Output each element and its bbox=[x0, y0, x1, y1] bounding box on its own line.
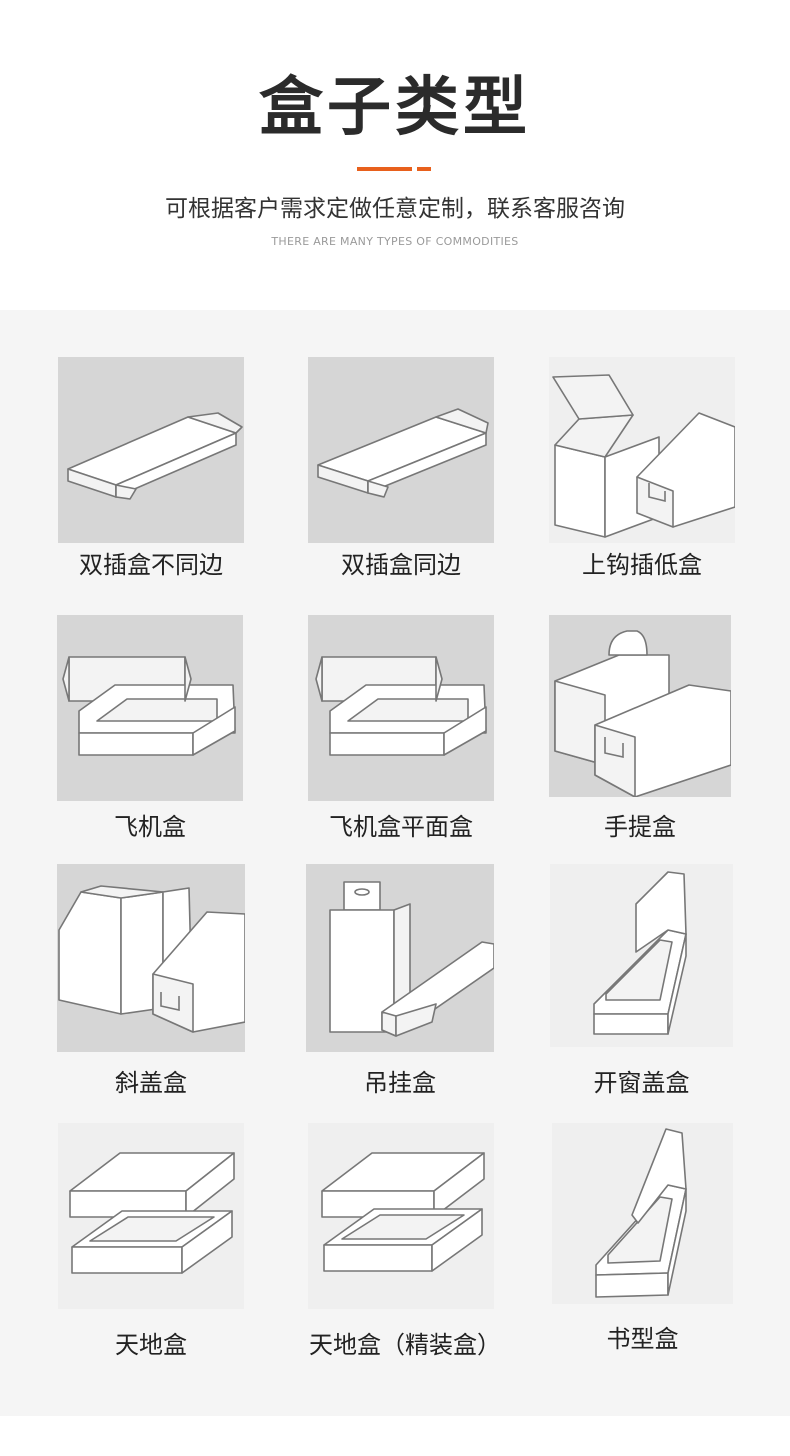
window-lid-box-icon bbox=[550, 864, 733, 1047]
mailer-box-icon bbox=[57, 615, 243, 801]
box-type-label: 手提盒 bbox=[604, 813, 676, 841]
double-tuck-box-unequal-icon bbox=[58, 357, 244, 543]
rigid-lid-base-box-icon bbox=[308, 1123, 494, 1309]
header-section: 盒子类型 可根据客户需求定做任意定制，联系客服咨询 THERE ARE MANY… bbox=[0, 0, 790, 310]
slant-lid-box-icon bbox=[57, 864, 245, 1052]
box-type-label: 飞机盒平面盒 bbox=[329, 813, 473, 841]
box-type-label: 双插盒同边 bbox=[341, 551, 461, 579]
page-subtitle: 可根据客户需求定做任意定制，联系客服咨询 bbox=[165, 196, 625, 222]
box-type-label: 斜盖盒 bbox=[115, 1069, 187, 1097]
footer-spacer bbox=[0, 1416, 790, 1456]
box-type-label: 书型盒 bbox=[606, 1325, 679, 1353]
double-tuck-box-equal-icon bbox=[308, 357, 494, 543]
box-type-label: 飞机盒 bbox=[114, 813, 186, 841]
book-box-icon bbox=[552, 1123, 733, 1304]
box-type-label: 开窗盖盒 bbox=[593, 1069, 690, 1097]
tuck-top-lock-bottom-box-icon bbox=[549, 357, 735, 543]
handle-box-icon bbox=[549, 615, 731, 797]
title-accent-bar bbox=[357, 167, 412, 171]
mailer-flat-box-icon bbox=[308, 615, 494, 801]
page-title: 盒子类型 bbox=[259, 71, 531, 145]
lid-base-box-icon bbox=[58, 1123, 244, 1309]
box-type-label: 天地盒 bbox=[115, 1331, 187, 1359]
hanging-box-icon bbox=[306, 864, 494, 1052]
title-accent-dash bbox=[417, 167, 431, 171]
box-type-label: 吊挂盒 bbox=[364, 1069, 436, 1097]
page-subtitle-english: THERE ARE MANY TYPES OF COMMODITIES bbox=[271, 235, 519, 248]
box-type-label: 天地盒（精装盒） bbox=[309, 1331, 501, 1359]
box-type-label: 上钩插低盒 bbox=[582, 551, 702, 579]
box-type-label: 双插盒不同边 bbox=[79, 551, 223, 579]
